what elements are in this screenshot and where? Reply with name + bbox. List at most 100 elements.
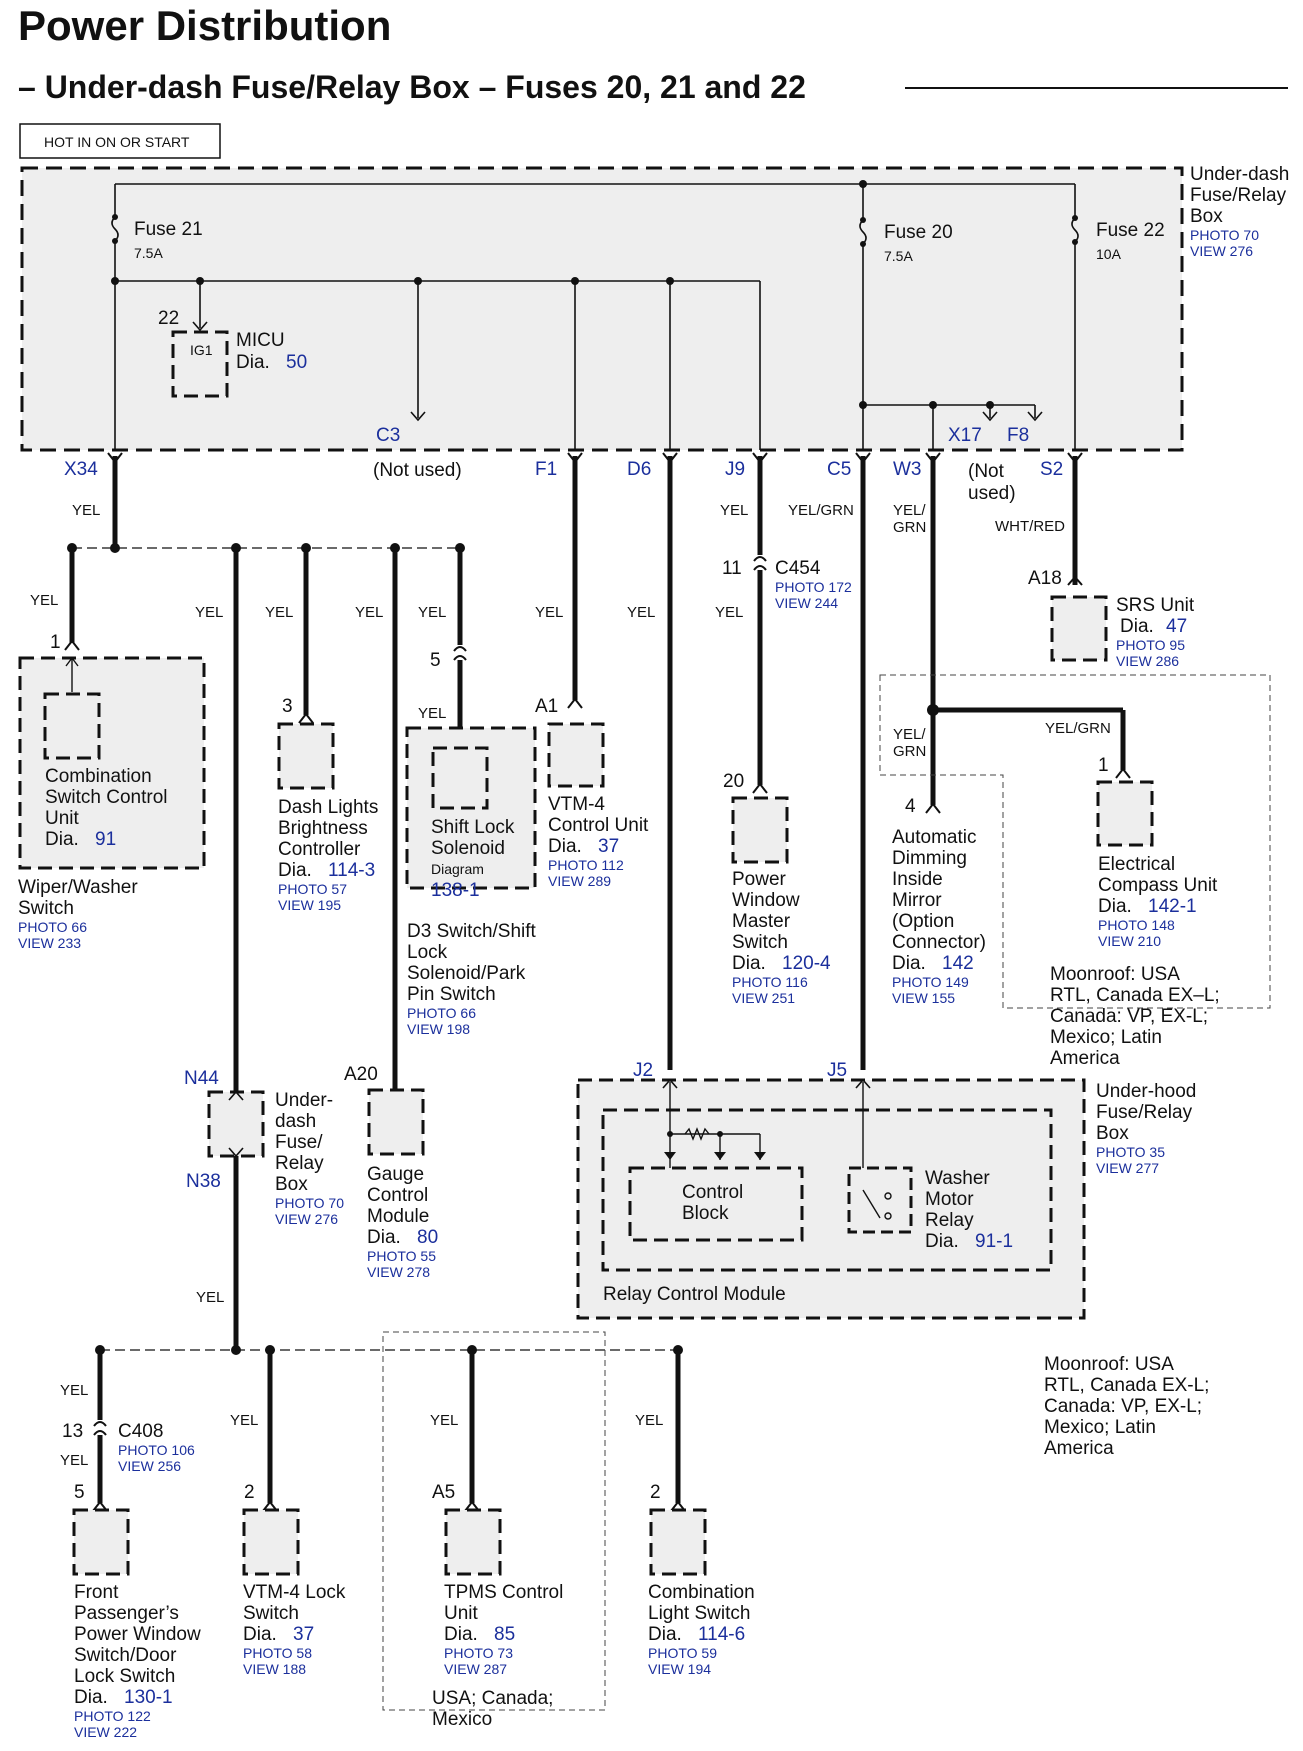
tpms-dia-label: Dia. bbox=[444, 1624, 478, 1645]
vtm4-lock-dia-label: Dia. bbox=[243, 1624, 277, 1645]
washer-relay-dia-label: Dia. bbox=[925, 1231, 959, 1252]
washer-relay-dia-link[interactable]: 91-1 bbox=[975, 1231, 1013, 1252]
combo-light-dia-link[interactable]: 114-6 bbox=[698, 1624, 745, 1645]
pw-master-l4: Switch bbox=[732, 932, 788, 953]
wires-lower bbox=[93, 1158, 681, 1503]
mirror-l4: Mirror bbox=[892, 890, 942, 911]
fusebox-photo-link[interactable]: PHOTO 70 bbox=[1190, 227, 1259, 243]
c408-view-link[interactable]: VIEW 256 bbox=[118, 1458, 181, 1474]
vtm4-l1: VTM-4 bbox=[548, 794, 605, 815]
compass-dia-link[interactable]: 142-1 bbox=[1148, 896, 1197, 917]
terminal-c3: C3 bbox=[376, 425, 400, 446]
mirror-photo-link[interactable]: PHOTO 149 bbox=[892, 974, 969, 990]
vtm4-lock-dia-link[interactable]: 37 bbox=[293, 1624, 314, 1645]
srs-photo-link[interactable]: PHOTO 95 bbox=[1116, 637, 1185, 653]
combo-light-view-link[interactable]: VIEW 194 bbox=[648, 1661, 711, 1677]
compass-photo-link[interactable]: PHOTO 148 bbox=[1098, 917, 1175, 933]
terminal-j5: J5 bbox=[827, 1060, 847, 1081]
vtm4-lock-l2: Switch bbox=[243, 1603, 299, 1624]
vtm4-control-unit bbox=[547, 697, 605, 788]
dash-lights-controller bbox=[277, 712, 335, 790]
micu-pin: 22 bbox=[158, 308, 179, 329]
mirror-view-link[interactable]: VIEW 155 bbox=[892, 990, 955, 1006]
srs-dia-link[interactable]: 47 bbox=[1166, 616, 1187, 637]
vtm4-view-link[interactable]: VIEW 289 bbox=[548, 873, 611, 889]
srs-dia-label: Dia. bbox=[1120, 616, 1154, 637]
micu-dia-link[interactable]: 50 bbox=[286, 352, 307, 373]
vtm4-lock-l1: VTM-4 Lock bbox=[243, 1582, 346, 1603]
combo-light-dia-label: Dia. bbox=[648, 1624, 682, 1645]
wiper-washer-photo-link[interactable]: PHOTO 66 bbox=[18, 919, 87, 935]
underhood-view-link[interactable]: VIEW 277 bbox=[1096, 1160, 1159, 1176]
gauge-control-module bbox=[367, 1087, 425, 1156]
shift-lock-pin: 5 bbox=[430, 650, 441, 671]
dash-lights-dia-link[interactable]: 114-3 bbox=[328, 860, 375, 881]
combo-switch-l3: Unit bbox=[45, 808, 80, 829]
dash-lights-pin: 3 bbox=[282, 696, 293, 717]
compass-view-link[interactable]: VIEW 210 bbox=[1098, 933, 1161, 949]
front-pass-photo-link[interactable]: PHOTO 122 bbox=[74, 1708, 151, 1724]
c454-view-link[interactable]: VIEW 244 bbox=[775, 595, 838, 611]
underhood-photo-link[interactable]: PHOTO 35 bbox=[1096, 1144, 1165, 1160]
micu-dia-label: Dia. bbox=[236, 352, 270, 373]
mirror-l6: Connector) bbox=[892, 932, 986, 953]
vtm4-dia-link[interactable]: 37 bbox=[598, 836, 619, 857]
n44-view-link[interactable]: VIEW 276 bbox=[275, 1211, 338, 1227]
c408-photo-link[interactable]: PHOTO 106 bbox=[118, 1442, 195, 1458]
front-pass-dia-link[interactable]: 130-1 bbox=[124, 1687, 173, 1708]
wire-color-c408-out: YEL bbox=[60, 1452, 88, 1469]
vtm4-lock-view-link[interactable]: VIEW 188 bbox=[243, 1661, 306, 1677]
fuse22-rating: 10A bbox=[1096, 246, 1122, 262]
pw-master-view-link[interactable]: VIEW 251 bbox=[732, 990, 795, 1006]
wire-color-s2: WHT/RED bbox=[995, 518, 1065, 535]
n44-photo-link[interactable]: PHOTO 70 bbox=[275, 1195, 344, 1211]
washer-relay-l3: Relay bbox=[925, 1210, 974, 1231]
micu-terminal: IG1 bbox=[190, 342, 213, 358]
combo-light-photo-link[interactable]: PHOTO 59 bbox=[648, 1645, 717, 1661]
shift-lock-dia-link[interactable]: 138-1 bbox=[431, 880, 480, 901]
moonroof-note2-l5: America bbox=[1044, 1438, 1114, 1459]
control-block-l1: Control bbox=[682, 1182, 743, 1203]
wire-color-mirror-a: YEL/ bbox=[893, 726, 926, 743]
terminal-s2: S2 bbox=[1040, 459, 1063, 480]
dash-lights-dia-label: Dia. bbox=[278, 860, 312, 881]
combo-switch-dia-link[interactable]: 91 bbox=[95, 829, 116, 850]
wire-color-tpms: YEL bbox=[430, 1412, 458, 1429]
dash-lights-view-link[interactable]: VIEW 195 bbox=[278, 897, 341, 913]
gauge-dia-label: Dia. bbox=[367, 1227, 401, 1248]
srs-pin: A18 bbox=[1028, 568, 1062, 589]
pw-master-l3: Master bbox=[732, 911, 791, 932]
vtm4-photo-link[interactable]: PHOTO 112 bbox=[548, 857, 624, 873]
compass-pin: 1 bbox=[1098, 755, 1109, 776]
moonroof-note-l3: Canada: VP, EX-L; bbox=[1050, 1006, 1208, 1027]
tpms-view-link[interactable]: VIEW 287 bbox=[444, 1661, 507, 1677]
gauge-dia-link[interactable]: 80 bbox=[417, 1227, 438, 1248]
front-pass-pin: 5 bbox=[74, 1482, 85, 1503]
dash-lights-l2: Brightness bbox=[278, 818, 368, 839]
fusebox-view-link[interactable]: VIEW 276 bbox=[1190, 243, 1253, 259]
gauge-view-link[interactable]: VIEW 278 bbox=[367, 1264, 430, 1280]
pw-master-photo-link[interactable]: PHOTO 116 bbox=[732, 974, 808, 990]
terminal-x17-note-a: (Not bbox=[968, 461, 1005, 482]
gauge-photo-link[interactable]: PHOTO 55 bbox=[367, 1248, 436, 1264]
dash-lights-photo-link[interactable]: PHOTO 57 bbox=[278, 881, 347, 897]
pw-master-dia-link[interactable]: 120-4 bbox=[782, 953, 831, 974]
dash-lights-l1: Dash Lights bbox=[278, 797, 378, 818]
front-pass-view-link[interactable]: VIEW 222 bbox=[74, 1724, 137, 1740]
vtm4-lock-photo-link[interactable]: PHOTO 58 bbox=[243, 1645, 312, 1661]
fuse20-symbol bbox=[859, 219, 867, 245]
wiper-washer-view-link[interactable]: VIEW 233 bbox=[18, 935, 81, 951]
fuse22-name: Fuse 22 bbox=[1096, 220, 1165, 241]
combo-switch-unit bbox=[18, 639, 206, 870]
wire-color-x34: YEL bbox=[72, 502, 100, 519]
srs-view-link[interactable]: VIEW 286 bbox=[1116, 653, 1179, 669]
tpms-dia-link[interactable]: 85 bbox=[494, 1624, 515, 1645]
front-pass-l4: Switch/Door bbox=[74, 1645, 177, 1666]
d3-switch-view-link[interactable]: VIEW 198 bbox=[407, 1021, 470, 1037]
combo-switch-dia-label: Dia. bbox=[45, 829, 79, 850]
mirror-dia-link[interactable]: 142 bbox=[942, 953, 974, 974]
c454-photo-link[interactable]: PHOTO 172 bbox=[775, 579, 852, 595]
d3-switch-photo-link[interactable]: PHOTO 66 bbox=[407, 1005, 476, 1021]
tpms-photo-link[interactable]: PHOTO 73 bbox=[444, 1645, 513, 1661]
tpms-region-l2: Mexico bbox=[432, 1709, 492, 1730]
